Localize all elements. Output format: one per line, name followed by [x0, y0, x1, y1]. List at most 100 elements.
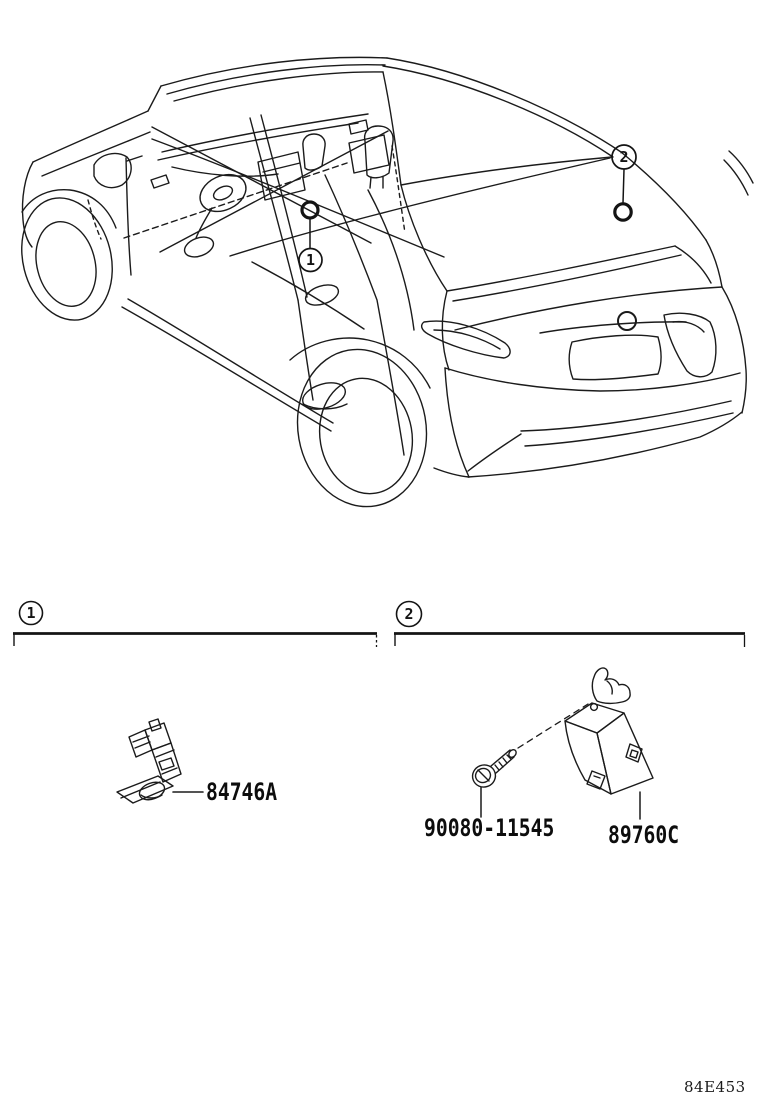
trunk-rear-edge	[454, 286, 723, 331]
roof-rail-line	[160, 56, 388, 87]
car-callout-2-number: 2	[619, 148, 629, 166]
mirror-stalk	[126, 155, 143, 162]
parcel-shelf-line	[446, 245, 676, 292]
door-gap-line	[297, 299, 314, 401]
pointer-line-dashed	[123, 162, 348, 239]
taillight-left	[420, 320, 511, 359]
car-callout-markers	[298, 144, 637, 273]
receiver-foot-inner	[593, 775, 601, 779]
headrest-posts	[369, 176, 384, 189]
dash-top-line	[161, 113, 369, 153]
section-brackets	[13, 600, 746, 647]
receiver-clip-inner	[629, 749, 639, 759]
receiver-clip	[625, 743, 643, 763]
side-mirror	[93, 152, 132, 189]
figure-code: 84E453	[684, 1078, 746, 1096]
rocker-line	[127, 298, 334, 424]
switch-connector-lines	[132, 735, 151, 749]
switch-button-inner	[140, 794, 163, 799]
screw-head-slot	[477, 769, 490, 782]
right-rail-line	[723, 159, 749, 196]
switch-body-step	[161, 767, 178, 775]
rear-wheel-inner	[318, 377, 414, 495]
part-number-label-84746A: 84746A	[206, 778, 278, 806]
taillight-right	[663, 312, 717, 378]
section-1-header-number: 1	[26, 604, 36, 622]
quarter-left-edge	[441, 290, 450, 371]
section-2-circle	[395, 600, 423, 628]
rear-arch-line	[289, 337, 431, 389]
switch-flange	[116, 775, 174, 804]
c-pillar-right	[620, 151, 707, 241]
front-fascia-line	[21, 161, 34, 248]
headrest	[302, 133, 326, 171]
rear-window-left	[400, 184, 448, 292]
callout-2-leader-line	[622, 168, 625, 204]
switch-button	[138, 781, 166, 801]
part-number-label-89760C: 89760C	[608, 821, 680, 849]
pointer-line	[151, 126, 372, 244]
receiver-box-left	[564, 720, 612, 795]
roof-silhouette	[386, 57, 622, 153]
roof-silhouette-inner	[382, 65, 614, 158]
part-switch-drawing	[116, 718, 204, 804]
screw-pointer-dashed	[517, 703, 589, 749]
parcel-shelf-line	[452, 254, 682, 302]
roof-rail-line	[173, 71, 384, 102]
headrest	[363, 125, 394, 179]
interior-door-line	[251, 261, 365, 330]
trunk-side-top	[674, 245, 712, 284]
door-gap-line	[324, 174, 405, 456]
front-wheel-inner	[35, 220, 97, 308]
quarter-swoosh	[367, 189, 415, 331]
a-pillar-line	[147, 85, 162, 112]
c-pillar-left	[382, 71, 402, 186]
license-plate-recess	[568, 334, 662, 381]
car-callout-1-number: 1	[305, 251, 316, 269]
lower-rear-line	[433, 467, 470, 478]
door-armrest	[301, 382, 347, 410]
center-screen-line	[262, 162, 301, 173]
rocker-line	[121, 306, 332, 432]
center-screen	[257, 151, 306, 201]
taillight-left-inner	[433, 329, 501, 350]
part-receiver-drawing	[564, 667, 654, 820]
front-wheel-outer	[21, 197, 113, 321]
switch-body-panel	[158, 757, 175, 771]
front-arch-line	[21, 189, 117, 229]
dash-top-line	[157, 122, 359, 161]
bumper-valance-line	[524, 412, 734, 447]
switch-body-step	[155, 749, 175, 758]
fender-crease-line	[41, 131, 151, 177]
steering-wheel	[199, 173, 247, 213]
rear-window-top	[400, 156, 613, 186]
car-wireframe	[21, 56, 754, 508]
dash-vent	[150, 174, 170, 189]
beltline-near	[151, 138, 445, 258]
taillight-right-inner	[672, 320, 705, 333]
hood-line	[32, 110, 149, 163]
door-leading-edge	[125, 157, 132, 276]
switch-connector	[128, 729, 153, 758]
bumper-valance-line	[520, 400, 732, 432]
steering-hub	[212, 185, 234, 201]
receiver-box-front	[596, 712, 654, 795]
pointer-line	[159, 130, 389, 253]
bumper-top-line	[444, 367, 741, 392]
bumper-bottom-line	[467, 411, 743, 478]
screw-tip	[508, 748, 517, 759]
callout-2-location-ring	[613, 202, 633, 222]
receiver-foot	[586, 770, 606, 790]
bumper-left-edge	[444, 367, 470, 478]
trunk-right-edge	[705, 239, 723, 288]
screw-head-outer	[471, 764, 497, 788]
screw-head-inner	[474, 767, 492, 784]
callout-1-number-circle	[298, 247, 323, 273]
section-1-circle	[18, 600, 44, 626]
fender-dashed	[87, 199, 102, 240]
bumper-corner-line	[467, 433, 522, 472]
b-pillar-line	[249, 117, 299, 301]
toyota-emblem	[617, 311, 637, 331]
